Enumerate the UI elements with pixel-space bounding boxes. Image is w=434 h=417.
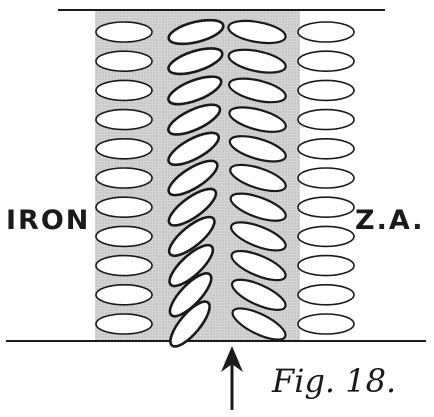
figure-caption: Fig. 18. [272,362,396,400]
outer-left-column [96,22,152,334]
grain-ellipse [298,110,354,130]
grain-ellipse [96,51,152,71]
grain-ellipse [96,226,152,246]
grain-ellipse [298,168,354,188]
za-label: Z.A. [355,205,425,236]
grain-ellipse [298,139,354,159]
grain-ellipse [96,22,152,42]
grain-ellipse [298,80,354,100]
arrow-up-icon [221,346,243,410]
grain-ellipse [96,110,152,130]
iron-label: IRON [6,205,90,236]
grain-ellipse [298,314,354,334]
grain-ellipse [96,285,152,305]
grain-ellipse [96,197,152,217]
grain-ellipse [96,256,152,276]
grain-ellipse [298,197,354,217]
grain-ellipse [298,256,354,276]
grain-ellipse [298,285,354,305]
grain-ellipse [298,22,354,42]
outer-right-column [298,22,354,334]
grain-ellipse [96,314,152,334]
grain-ellipse [96,168,152,188]
grain-ellipse [298,226,354,246]
grain-ellipse [96,139,152,159]
grain-ellipse [96,80,152,100]
grain-ellipse [298,51,354,71]
